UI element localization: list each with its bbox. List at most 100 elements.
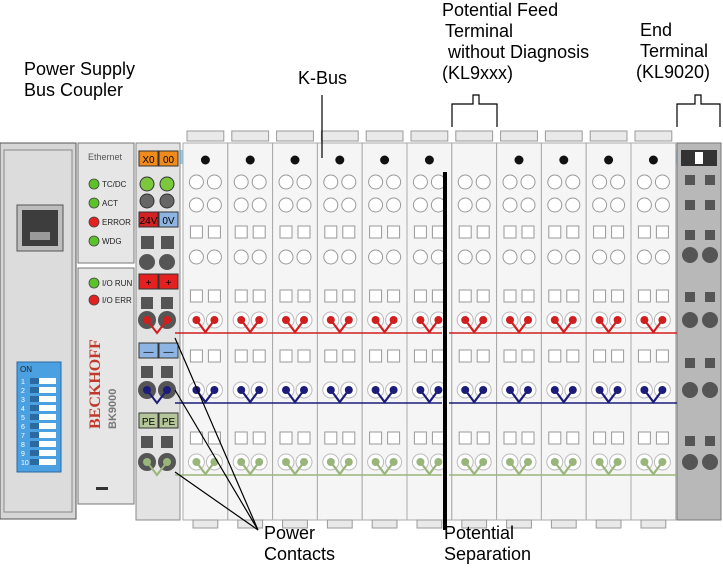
clamp-window	[431, 225, 445, 239]
clamp-window	[413, 289, 427, 303]
terminal-top-notch	[320, 130, 359, 142]
contact-pin	[595, 316, 604, 324]
clamp-window	[324, 225, 338, 239]
contact-pin	[416, 386, 425, 394]
contact-pin	[461, 386, 470, 394]
clamp-window	[637, 431, 651, 445]
clamp-window	[297, 349, 311, 363]
contact-pin	[479, 458, 488, 466]
potential-feed-label: Potential Feed Terminal without Diagnosi…	[442, 0, 589, 84]
contact-pin	[658, 316, 667, 324]
callout-lines	[174, 94, 721, 531]
contact-pin	[568, 458, 577, 466]
clamp-opening	[188, 197, 204, 213]
contact-pin	[550, 458, 559, 466]
pe-tag-right-text: PE	[162, 417, 176, 428]
dip-switch-lever	[30, 441, 39, 447]
v0-tag-box	[158, 211, 179, 228]
contact-pin	[326, 386, 335, 394]
contact-pin	[416, 316, 425, 324]
feed-green-led	[139, 176, 155, 192]
clamp-window	[566, 349, 580, 363]
clamp-opening	[278, 249, 294, 265]
contact-pin	[371, 316, 380, 324]
contact-pin	[326, 316, 335, 324]
clamp-window	[521, 289, 535, 303]
end-terminal-bracket	[676, 94, 721, 127]
contact-pin	[371, 386, 380, 394]
clamp-window	[413, 349, 427, 363]
model-label: BK9000	[107, 389, 119, 429]
end-square	[705, 200, 715, 210]
clamp-window	[548, 289, 562, 303]
clamp-opening	[457, 249, 473, 265]
contact-pin	[300, 386, 308, 394]
dip-number: 6	[21, 424, 25, 431]
terminal-bottom-notch	[461, 519, 488, 529]
end-square	[705, 358, 715, 368]
clamp-window	[234, 289, 248, 303]
dip-switch	[30, 450, 56, 456]
feed-terminal	[159, 254, 175, 270]
contact-pin	[434, 386, 443, 394]
clamp-window	[637, 225, 651, 239]
terminal-top-notch	[410, 130, 449, 142]
clamp-window	[476, 431, 490, 445]
power-contact-leader-1	[174, 337, 259, 531]
clamp-window	[458, 225, 472, 239]
red-contact-fork	[240, 319, 261, 334]
clamp-opening	[296, 249, 312, 265]
clamp-opening	[386, 174, 402, 190]
potential-feed-line-4: (KL9xxx)	[442, 63, 514, 83]
contact-pin	[640, 386, 649, 394]
clamp-window	[566, 225, 580, 239]
dip-switch-lever	[30, 414, 39, 420]
end-terminal-circle	[702, 247, 718, 263]
clamp-window	[252, 225, 266, 239]
clamp-window	[611, 349, 625, 363]
contact-pin	[595, 458, 604, 466]
contact-pin	[344, 316, 353, 324]
clamp-opening	[368, 249, 384, 265]
clamp-opening	[520, 197, 536, 213]
end-terminal-circle	[682, 454, 698, 470]
feed-square	[141, 366, 153, 378]
clamp-window	[458, 289, 472, 303]
clamp-window	[548, 225, 562, 239]
feed-square	[161, 297, 173, 309]
clamp-window	[521, 431, 535, 445]
led-panel: Ethernet BECKHOFF BK9000 TC/DCACTERRORWD…	[77, 142, 135, 505]
clamp-window	[593, 289, 607, 303]
clamp-window	[252, 289, 266, 303]
dip-switch	[30, 459, 56, 465]
kbus-contact-dot	[648, 155, 658, 165]
contact-pin	[344, 458, 353, 466]
ethernet-port-slot	[30, 232, 50, 240]
clamp-window	[342, 349, 356, 363]
clamp-window	[458, 349, 472, 363]
clamp-opening	[547, 174, 563, 190]
clamp-opening	[251, 197, 267, 213]
dip-switch-lever	[30, 459, 39, 465]
clamp-window	[369, 431, 383, 445]
clamp-opening	[592, 197, 608, 213]
red-contact-fork	[329, 319, 350, 334]
dip-number: 5	[21, 415, 25, 422]
plus-tag-left-box	[138, 273, 159, 290]
blue-contact-fork	[598, 389, 619, 404]
dip-switch	[30, 387, 56, 393]
dip-switch-lever	[30, 423, 39, 429]
clamp-window	[611, 289, 625, 303]
contact-pin	[461, 316, 470, 324]
kbus-contact-dot	[200, 155, 210, 165]
kbus-contact-dot	[514, 155, 524, 165]
clamp-opening	[386, 197, 402, 213]
power-supply-label: Power Supply Bus Coupler	[24, 59, 135, 101]
clamp-window	[252, 431, 266, 445]
power-rails	[175, 332, 677, 476]
clamp-window	[252, 349, 266, 363]
clamp-window	[431, 289, 445, 303]
clamp-window	[189, 225, 203, 239]
